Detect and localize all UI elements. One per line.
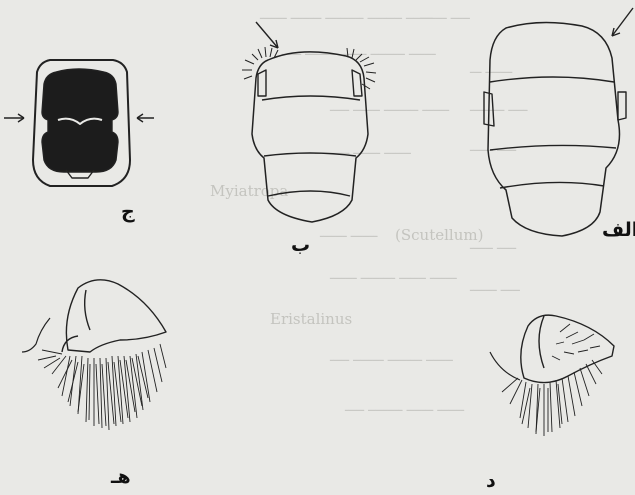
label-figure-jim: ج [121,203,135,222]
figure-alef-thorax [484,8,633,236]
label-figure-be: ب [291,236,310,255]
figure-he-lateral [22,280,166,430]
label-figure-alef: الف [602,221,635,240]
figure-dal-lateral [490,315,614,436]
figure-be-thorax [242,22,376,222]
label-figure-he: هـ [111,468,131,487]
figure-jim-thorax-dark [4,60,154,186]
label-figure-dal: د [486,472,496,491]
